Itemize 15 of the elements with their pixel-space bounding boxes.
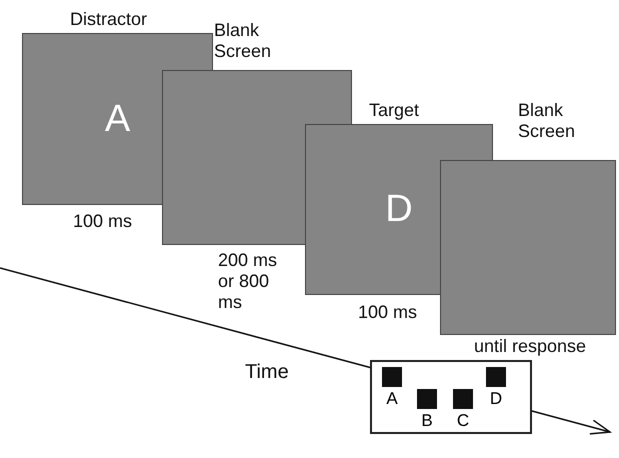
stimulus-letter: D	[385, 188, 413, 231]
duration-label: 100 ms	[73, 211, 134, 232]
key-label: B	[420, 411, 434, 430]
screen-heading: Target	[369, 100, 420, 121]
key-label: C	[456, 411, 470, 430]
duration-label: 100 ms	[358, 302, 418, 323]
axis-label: Time	[245, 362, 289, 383]
key-label: D	[488, 389, 504, 408]
duration-label: until response	[474, 336, 588, 357]
duration-label: 200 ms or 800 ms	[218, 250, 278, 313]
key-label: A	[385, 389, 399, 408]
screen-heading: Distractor	[70, 9, 148, 30]
screen-heading: Blank Screen	[518, 100, 576, 142]
stimulus-letter: A	[104, 98, 130, 140]
screen-heading: Blank Screen	[214, 20, 272, 62]
